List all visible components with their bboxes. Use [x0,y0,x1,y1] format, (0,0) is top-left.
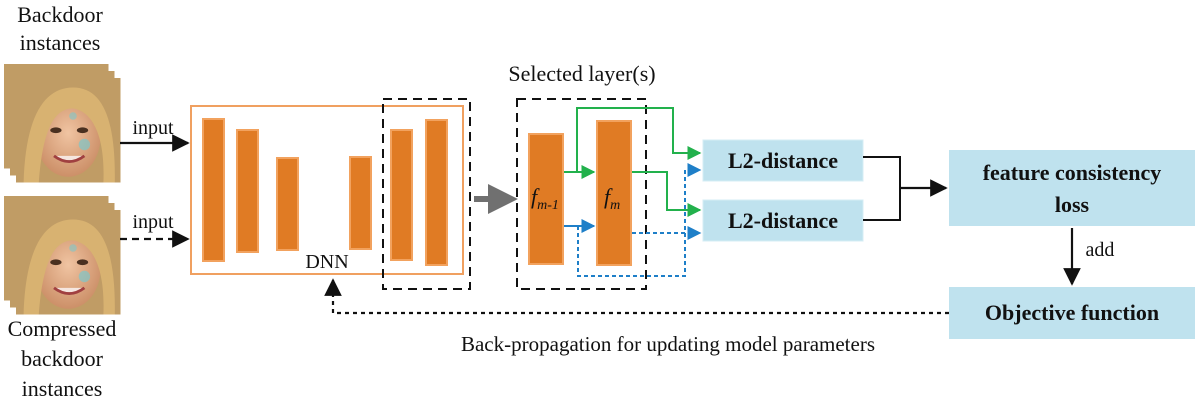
feature-loss-line1: feature consistency [983,160,1162,185]
layer-f-m-minus-1 [528,133,564,265]
l2-distance-top-label: L2-distance [728,148,838,173]
compressed-label-line1: Compressed [8,316,117,341]
f-m-base: f [604,184,613,209]
layer-f-m [596,120,632,266]
f-m-minus-1-base: f [531,184,540,209]
compressed-face-stack [2,194,122,316]
feature-loss-line2: loss [1055,192,1090,217]
selected-layers-label: Selected layer(s) [508,61,655,86]
dnn-layer-2 [236,129,259,253]
input-label-top: input [132,117,174,139]
f-m-minus-1-sub: m-1 [537,198,559,213]
backprop-label: Back-propagation for updating model para… [461,332,875,356]
face-photo-icon [14,76,122,184]
dnn-layer-4 [349,156,372,250]
l2-distance-bottom-label: L2-distance [728,208,838,233]
dnn-selected-dashed-box [382,98,471,290]
feature-consistency-loss-box [949,150,1195,226]
f-m-label: fm [604,184,620,213]
green-arrow-fm-to-l2-bottom [632,171,702,217]
blue-arrow-fm1-to-l2-top [577,163,702,277]
dnn-box [190,105,464,275]
backprop-arrow [324,278,949,315]
dnn-layers [202,118,448,266]
selected-layers-dashed-box [516,98,647,290]
green-arrow-fm1-to-l2-top [576,107,702,172]
dnn-layer-5 [390,129,413,261]
backdoor-label-line1: Backdoor [17,2,103,27]
dnn-layer-3 [276,157,299,251]
dnn-layer-1 [202,118,225,262]
dnn-label: DNN [305,251,348,273]
objective-function-box [949,287,1195,339]
input-label-bottom: input [132,211,174,233]
merge-line-top [863,156,901,221]
f-m-sub: m [610,198,620,213]
l2-distance-top-box [702,139,864,182]
backdoor-face-stack [2,62,122,184]
backdoor-label-line2: instances [20,30,101,55]
f-m-minus-1-label: fm-1 [531,184,559,213]
add-label: add [1086,239,1115,261]
compressed-label-line3: instances [22,376,103,401]
compressed-label-line2: backdoor [21,346,104,371]
dnn-layer-6 [425,119,448,266]
face-photo-icon [14,208,122,316]
objective-function-label: Objective function [985,300,1159,325]
